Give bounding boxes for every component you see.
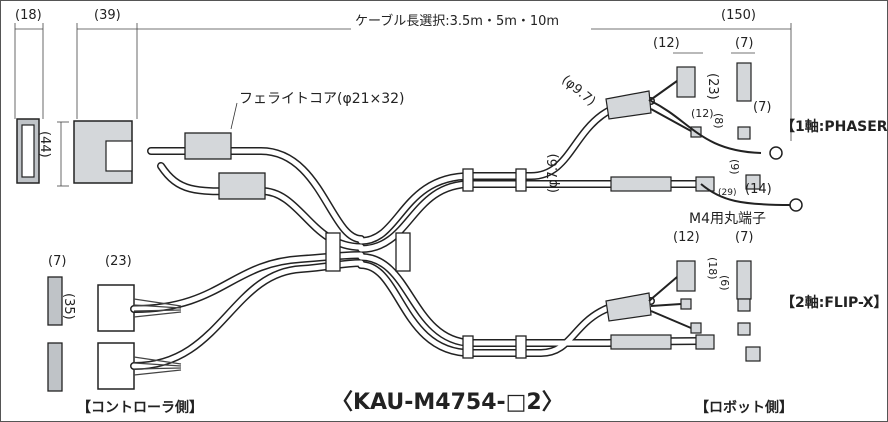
- axis2-label: 【2軸:FLIP-X】: [781, 294, 887, 311]
- dim-35: (35): [61, 293, 76, 320]
- axis1-label: 【1軸:PHASER】: [781, 118, 887, 135]
- dim-23-left: (23): [105, 254, 132, 269]
- controller-connectors: [16, 118, 135, 392]
- ferrite-cores: [184, 102, 266, 200]
- dim-7-bottom: (7): [735, 230, 753, 245]
- controller-wires: [133, 298, 182, 376]
- dim-12-top: (12): [653, 36, 680, 51]
- dim-18-bottom: (18): [706, 257, 719, 280]
- cable-clamps: [325, 168, 527, 359]
- dim-8: (8): [712, 113, 725, 129]
- dim-29: (29): [718, 188, 736, 198]
- axis2-breakout: [605, 260, 761, 362]
- controller-side-label: 【コントローラ側】: [77, 399, 203, 416]
- robot-side-label: 【ロボット側】: [695, 399, 793, 416]
- dim-12-bottom: (12): [673, 230, 700, 245]
- dim-9: (9): [728, 159, 741, 175]
- dim-39: (39): [94, 8, 121, 23]
- cable-length-label: ケーブル長選択:3.5m・5m・10m: [355, 13, 559, 29]
- model-number: 〈KAU-M4754-□2〉: [331, 390, 564, 415]
- dim-14: (14): [745, 182, 772, 197]
- m4-terminal-label: M4用丸端子: [689, 211, 766, 227]
- ferrite-core-label: フェライトコア(φ21×32): [239, 91, 405, 107]
- dim-7-left: (7): [48, 254, 66, 269]
- axis1-breakout: [605, 62, 761, 192]
- dim-23-top: (23): [705, 73, 720, 100]
- dim-7-mid: (7): [753, 100, 771, 115]
- dim-150: (150): [721, 8, 756, 23]
- dim-18: (18): [15, 8, 42, 23]
- dimension-lines: [14, 23, 792, 187]
- dim-44: (44): [37, 131, 52, 158]
- dim-phi-9-7: (φ9.7): [558, 73, 598, 110]
- dim-7-top: (7): [735, 36, 753, 51]
- dim-phi-7-6: (φ7.6): [546, 154, 561, 193]
- dim-12-mid: (12): [691, 107, 714, 120]
- dim-6: (6): [718, 275, 731, 291]
